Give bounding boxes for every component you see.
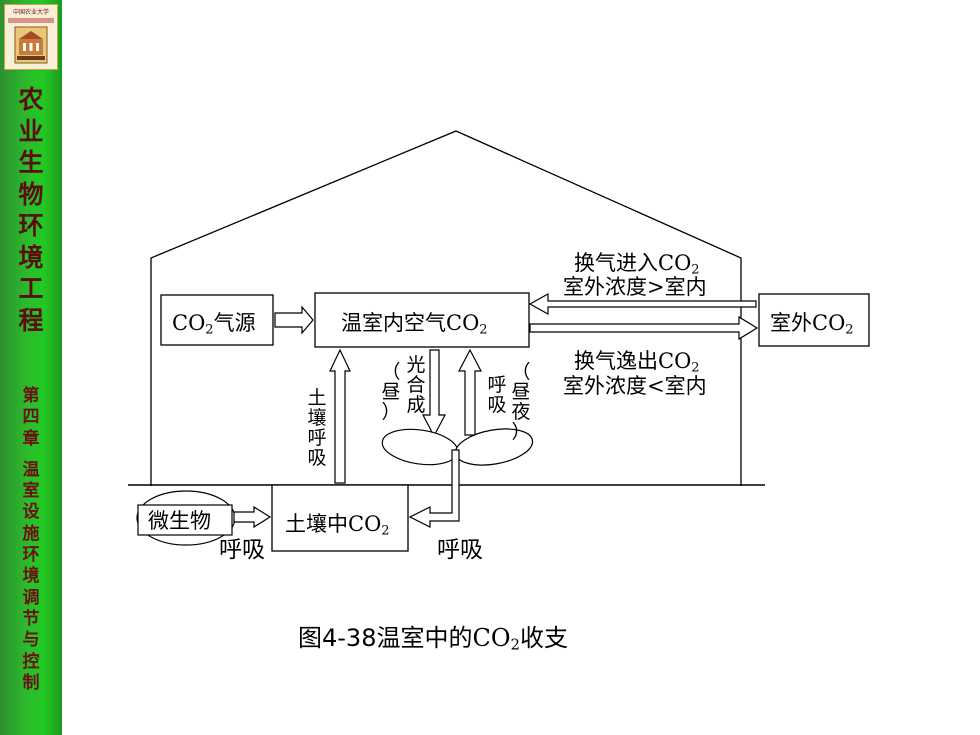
soil-respiration-label: 土壤呼吸 — [307, 388, 327, 468]
chapter-char: 第 — [22, 386, 40, 406]
co2-source-label: CO2气源 — [172, 311, 256, 338]
building-emblem-icon — [14, 26, 48, 64]
vent-in-line2: 室外浓度>室内 — [563, 275, 707, 299]
photosynthesis-char: 光 — [406, 354, 426, 376]
section-char: 调 — [22, 587, 40, 608]
logo-text: 中国农业大学 — [12, 9, 49, 16]
title-char: 程 — [18, 305, 44, 335]
university-logo: 中国农业大学 — [4, 4, 58, 70]
arrow-plant-respiration — [458, 348, 482, 436]
chapter-title: 第四章温室设施环境调节与控制 — [12, 386, 50, 694]
soil-label: 土壤中CO2 — [285, 512, 390, 539]
photosynthesis-note-char: （ — [381, 361, 401, 383]
soil-respiration-char: 土 — [307, 387, 327, 409]
photosynthesis-label: 光合成 — [406, 355, 426, 415]
respiration-char: 吸 — [487, 394, 507, 416]
section-char: 制 — [22, 672, 40, 693]
respiration-label: 呼吸 — [487, 375, 507, 415]
section-char: 环 — [22, 545, 40, 566]
arrow-soil-to-indoor — [329, 348, 351, 484]
soil-respiration-char: 壤 — [307, 407, 327, 429]
outdoor-label: 室外CO2 — [770, 311, 854, 338]
soil-respiration-char: 呼 — [307, 427, 327, 449]
figure-caption: 图4-38温室中的CO2收支 — [298, 624, 568, 654]
co2-source-box — [160, 294, 274, 346]
microbe-label: 微生物 — [148, 509, 211, 533]
respiration-note-char: ） — [511, 421, 531, 443]
title-char: 物 — [18, 179, 44, 209]
arrow-vent-in — [528, 292, 757, 316]
photosynthesis-note: （昼） — [381, 362, 401, 422]
arrow-microbe-to-soil — [233, 505, 272, 529]
respiration-note-char: 夜 — [511, 401, 531, 423]
vent-in-line1: 换气进入CO2 — [574, 251, 700, 278]
logo-banner — [8, 18, 54, 23]
microbe-box — [137, 504, 233, 536]
section-char: 境 — [22, 566, 40, 587]
arrow-vent-out — [529, 315, 759, 341]
respiration-note-char: 昼 — [511, 381, 531, 403]
course-title: 农业生物环境工程 — [8, 84, 54, 336]
arrow-source-to-indoor — [274, 305, 314, 335]
soil-box — [271, 484, 409, 552]
title-char: 生 — [18, 148, 44, 177]
photosynthesis-char: 成 — [406, 394, 426, 416]
chapter-char: 四 — [22, 407, 40, 428]
photosynthesis-note-char: 昼 — [381, 381, 401, 403]
vent-out-line1: 换气逸出CO2 — [574, 349, 700, 376]
title-char: 农 — [18, 85, 44, 114]
plant-leaf-left — [381, 428, 459, 466]
section-char: 室 — [22, 481, 40, 502]
chapter-char: 章 — [22, 428, 40, 449]
photosynthesis-char: 合 — [406, 374, 426, 396]
arrow-root-respiration — [408, 449, 460, 528]
microbe-respiration-label: 呼吸 — [219, 537, 265, 563]
section-char: 施 — [22, 523, 40, 544]
outdoor-box — [758, 293, 870, 347]
title-char: 业 — [18, 116, 44, 146]
title-char: 境 — [18, 242, 44, 272]
section-char: 温 — [22, 459, 40, 480]
section-char: 与 — [22, 630, 40, 651]
respiration-note: （昼夜） — [511, 362, 531, 442]
section-char: 节 — [22, 608, 40, 629]
sidebar: 中国农业大学 农业生物环境工程 第四章温室设施环境调节与控制 — [0, 0, 62, 735]
title-char: 工 — [18, 274, 44, 303]
indoor-air-label: 温室内空气CO2 — [341, 311, 488, 338]
title-char: 环 — [18, 211, 44, 240]
respiration-char: 呼 — [487, 374, 507, 396]
respiration-note-char: （ — [511, 361, 531, 383]
photosynthesis-note-char: ） — [381, 401, 401, 423]
arrow-photosynthesis — [422, 349, 446, 438]
section-char: 控 — [22, 651, 40, 672]
soil-respiration-char: 吸 — [307, 447, 327, 469]
vent-out-line2: 室外浓度<室内 — [563, 374, 707, 398]
section-char: 设 — [22, 502, 40, 523]
root-respiration-label: 呼吸 — [437, 537, 483, 563]
indoor-air-box — [314, 292, 530, 348]
